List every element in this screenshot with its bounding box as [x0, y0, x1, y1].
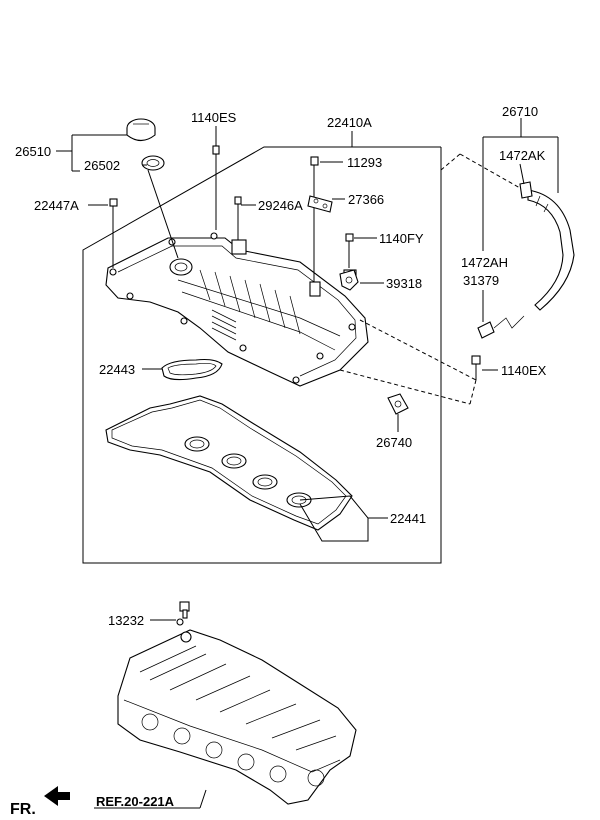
- valve-cover: [105, 232, 369, 387]
- bolt-11293: [310, 156, 319, 282]
- label-22447a: 22447A: [34, 198, 79, 213]
- breather-hose: [477, 181, 575, 339]
- pcv-valve-26740: [387, 393, 409, 415]
- oil-cap-gasket: [141, 155, 165, 171]
- label-39318: 39318: [386, 276, 422, 291]
- label-1140es: 1140ES: [191, 110, 237, 125]
- reference-label: REF.20-221A: [96, 794, 175, 809]
- label-26740: 26740: [376, 435, 412, 450]
- plug-13232: [179, 601, 190, 619]
- bolt-1140ex: [471, 355, 481, 380]
- bolt-29246a: [234, 196, 242, 240]
- cylinder-head: [117, 618, 357, 805]
- assembly-frame: [82, 146, 442, 564]
- bolt-22447a: [109, 198, 118, 268]
- label-29246a: 29246A: [258, 198, 303, 213]
- label-26510: 26510: [15, 144, 51, 159]
- front-arrow-icon: [44, 786, 70, 806]
- reference-code: 20-221A: [124, 794, 174, 809]
- label-1472ah: 1472AH: [461, 255, 508, 270]
- label-22410a: 22410A: [327, 115, 372, 130]
- label-26502: 26502: [84, 158, 120, 173]
- oil-filler-cap: [126, 118, 156, 142]
- label-11293: 11293: [347, 155, 382, 170]
- reference-prefix: REF.: [96, 794, 124, 809]
- bracket-27366: [307, 195, 333, 213]
- leader-lines: [56, 118, 559, 809]
- label-27366: 27366: [348, 192, 384, 207]
- label-31379: 31379: [463, 273, 499, 288]
- sensor-39318: [339, 269, 359, 291]
- label-1140ex: 1140EX: [501, 363, 547, 378]
- front-direction-label: FR.: [10, 801, 36, 818]
- label-1472ak: 1472AK: [499, 148, 546, 163]
- label-13232: 13232: [108, 613, 144, 628]
- bolt-1140fy: [345, 233, 354, 268]
- gasket-22443: [161, 358, 223, 381]
- label-22443: 22443: [99, 362, 135, 377]
- label-22441: 22441: [390, 511, 426, 526]
- gasket-22441: [105, 395, 353, 531]
- label-1140fy: 1140FY: [379, 231, 424, 246]
- label-26710: 26710: [502, 104, 538, 119]
- bolt-1140es: [212, 145, 220, 230]
